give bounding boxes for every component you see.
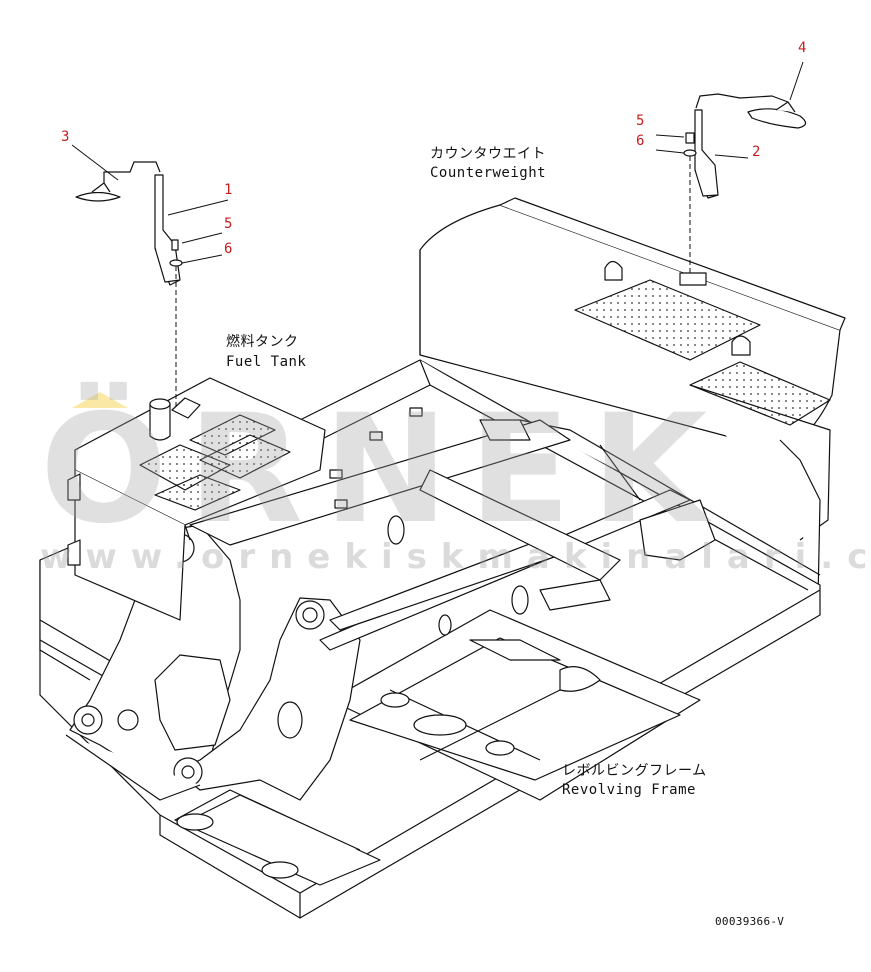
watermark-logo: ÖRNEK bbox=[40, 383, 728, 557]
counterweight-label-en: Counterweight bbox=[430, 165, 547, 181]
lamp-4 bbox=[747, 108, 807, 129]
callout-1: 1 bbox=[224, 182, 233, 198]
frame-beams bbox=[189, 407, 716, 651]
tank-plate-1 bbox=[189, 414, 276, 456]
fuel-tank-body bbox=[67, 377, 326, 621]
watermark-url: www.ornekiskmakinalari.com.tr bbox=[40, 537, 871, 577]
boom-bracket bbox=[65, 524, 361, 801]
fuel-tank-label-en: Fuel Tank bbox=[226, 354, 307, 370]
tank-plate-4 bbox=[154, 474, 241, 511]
callout-5-right: 5 bbox=[636, 113, 645, 129]
frame-label-en: Revolving Frame bbox=[562, 782, 696, 798]
fuel-tank-label-jp: 燃料タンク bbox=[226, 334, 299, 350]
counterweight-label-jp: カウンタウエイト bbox=[430, 146, 546, 162]
callout-3: 3 bbox=[61, 129, 70, 145]
watermark-accent bbox=[72, 392, 128, 408]
right-lamp-assembly bbox=[683, 93, 807, 199]
frame-label-jp: レボルビングフレーム bbox=[562, 763, 707, 779]
callout-6-left: 6 bbox=[224, 241, 233, 257]
callout-5-left: 5 bbox=[224, 216, 233, 232]
tank-plate-3 bbox=[139, 444, 231, 491]
counterweight-body bbox=[419, 197, 846, 601]
left-lamp-assembly bbox=[75, 161, 183, 286]
callout-6-right: 6 bbox=[636, 133, 645, 149]
drawing-code: 00039366-V bbox=[715, 915, 785, 928]
step-plate-2 bbox=[689, 361, 831, 426]
callout-4: 4 bbox=[798, 40, 807, 56]
lamp-3 bbox=[75, 191, 121, 202]
callout-2: 2 bbox=[752, 144, 761, 160]
step-plate-1 bbox=[574, 279, 761, 361]
